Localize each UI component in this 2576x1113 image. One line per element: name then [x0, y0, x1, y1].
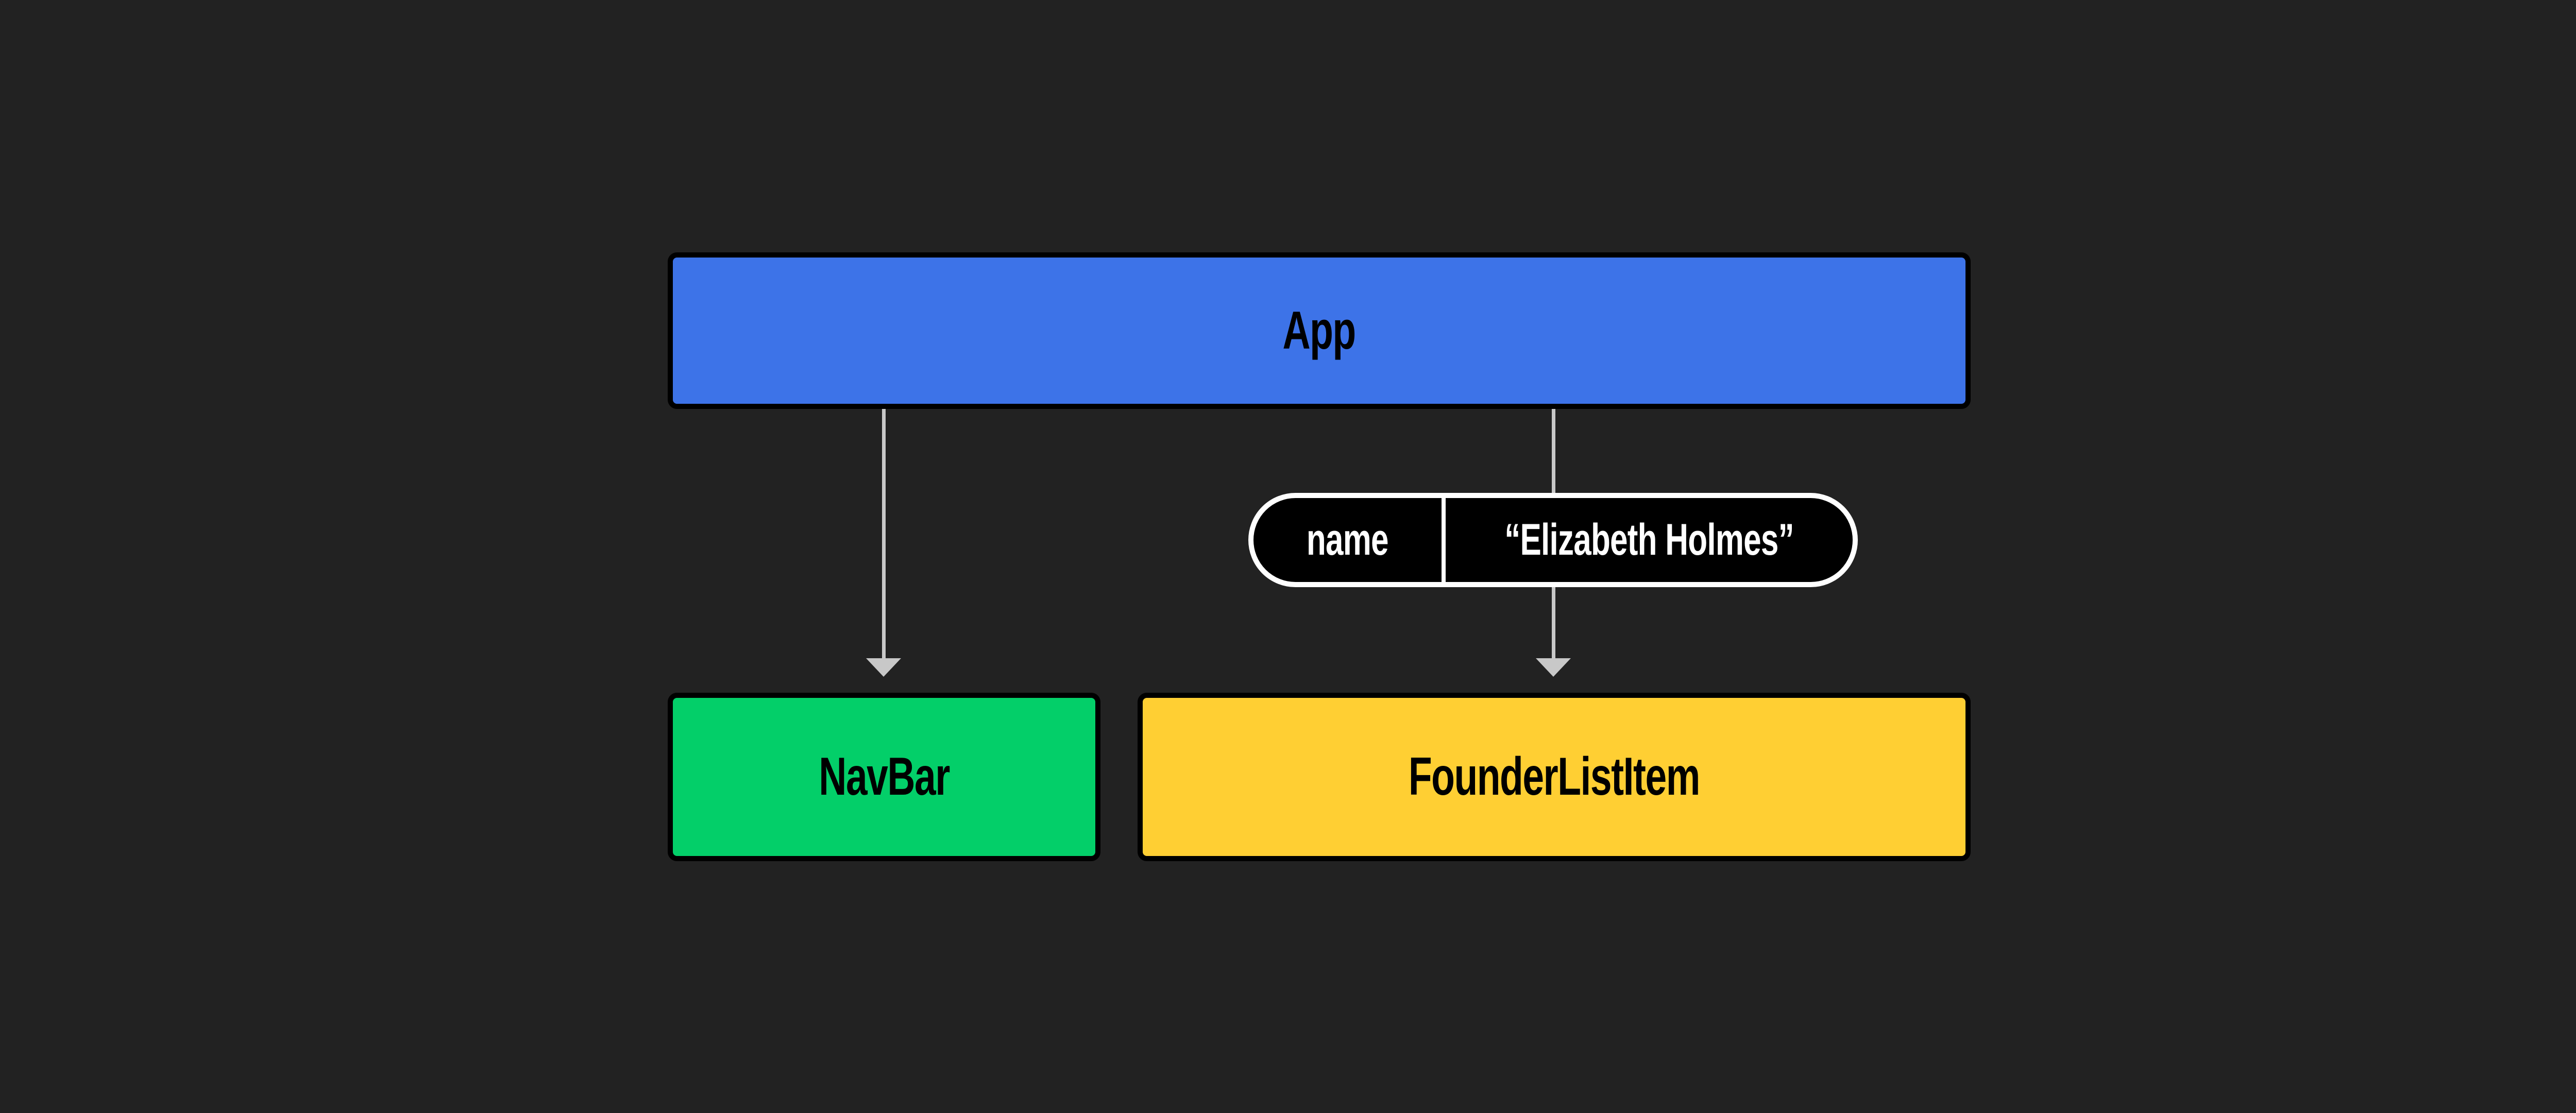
prop-pill: name “Elizabeth Holmes”: [1248, 493, 1858, 587]
prop-key-label: name: [1307, 515, 1389, 564]
edge-app-to-navbar-line: [882, 409, 886, 661]
founder-list-item-component-node: FounderListItem: [1138, 693, 1971, 861]
prop-value-label: “Elizabeth Holmes”: [1504, 515, 1794, 564]
navbar-node-label: NavBar: [819, 747, 950, 807]
app-node-label: App: [1282, 300, 1357, 361]
edge-app-to-pill-line: [1552, 409, 1555, 494]
app-component-node: App: [668, 252, 1971, 409]
arrowhead-down-icon: [866, 658, 901, 677]
navbar-component-node: NavBar: [668, 693, 1100, 861]
arrowhead-down-icon: [1536, 658, 1571, 677]
prop-key: name: [1253, 498, 1446, 582]
founder-list-item-node-label: FounderListItem: [1409, 747, 1700, 807]
prop-value: “Elizabeth Holmes”: [1446, 498, 1853, 582]
edge-pill-to-founder-line: [1552, 586, 1555, 661]
